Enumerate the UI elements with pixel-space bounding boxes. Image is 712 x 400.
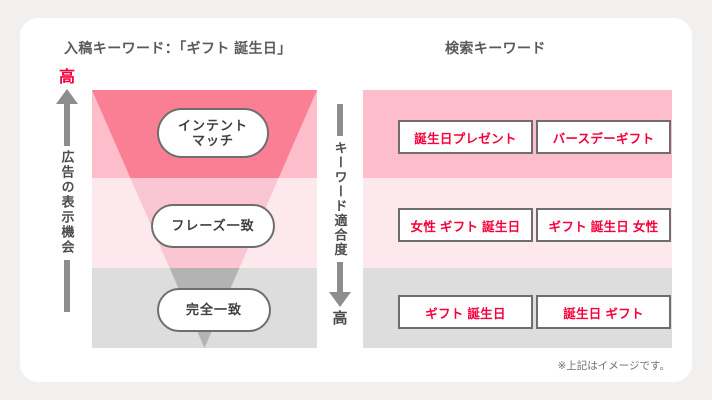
keyword-chip: ギフト 誕生日 女性 xyxy=(536,208,671,242)
axis-center-stem-lower xyxy=(337,262,343,292)
axis-keyword-relevance: キーワード適合度 高 xyxy=(317,90,363,348)
diagram-card: 入稿キーワード：「ギフト 誕生日」 検索キーワード 高 xyxy=(20,18,692,382)
axis-left-stem-lower xyxy=(64,260,70,312)
axis-center-label: キーワード適合度 xyxy=(332,141,348,257)
pill-intent-match-label: インテント マッチ xyxy=(178,118,248,149)
axis-left-stem-upper xyxy=(64,104,70,146)
pill-exact-match: 完全一致 xyxy=(157,288,271,332)
axis-center-stem-upper xyxy=(337,104,343,136)
arrow-down-icon xyxy=(329,292,351,307)
pill-intent-match: インテント マッチ xyxy=(157,108,269,158)
keyword-chip: 女性 ギフト 誕生日 xyxy=(398,208,533,242)
keyword-chip: ギフト 誕生日 xyxy=(398,295,533,329)
keyword-chip: 誕生日プレゼント xyxy=(398,120,533,154)
header-submitted-keyword: 入稿キーワード：「ギフト 誕生日」 xyxy=(64,40,292,56)
footnote: ※上記はイメージです。 xyxy=(557,360,670,372)
axis-center-bottom-label: 高 xyxy=(332,310,348,327)
pill-line-1: インテント xyxy=(177,117,248,133)
arrow-up-icon xyxy=(56,89,78,104)
keyword-chip: バースデーギフト xyxy=(536,120,671,154)
axis-left-top-label: 高 xyxy=(58,69,75,86)
axis-left-label: 広告の表示機会 xyxy=(59,150,75,255)
axis-ad-impression: 高 広告の表示機会 xyxy=(42,70,92,348)
keyword-chip: 誕生日 ギフト xyxy=(536,295,671,329)
header-search-keyword: 検索キーワード xyxy=(445,40,546,56)
pill-phrase-match: フレーズ一致 xyxy=(151,204,275,248)
pill-line-2: マッチ xyxy=(191,133,234,148)
